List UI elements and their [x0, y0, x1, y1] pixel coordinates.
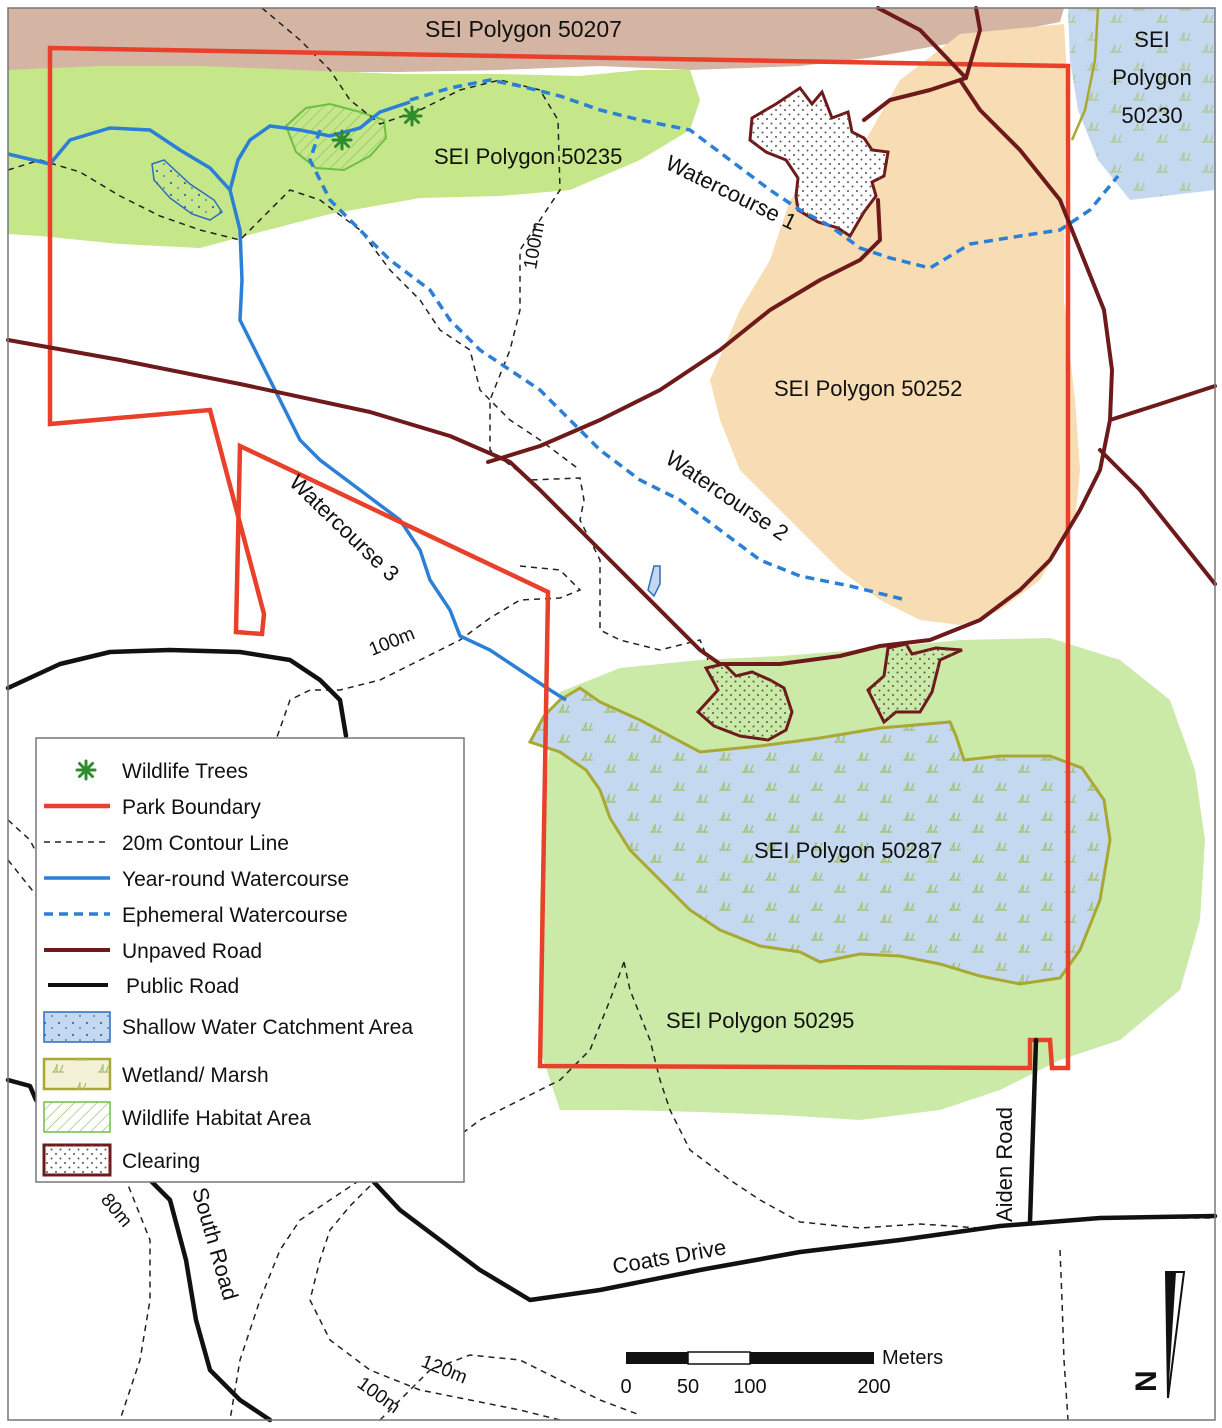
wildlife-tree-icon — [401, 105, 423, 127]
scale-tick-label: 100 — [733, 1376, 766, 1398]
wildlife-tree-icon — [331, 129, 353, 151]
sei-polygon-50287-edge — [527, 686, 1112, 986]
legend-label-public: Public Road — [126, 975, 239, 998]
legend-label-shallow: Shallow Water Catchment Area — [122, 1016, 413, 1039]
scale-segment — [626, 1352, 688, 1364]
label-sei-polygon-50230-line2: Polygon — [1112, 65, 1192, 90]
legend-label-wetland: Wetland/ Marsh — [122, 1064, 269, 1087]
legend-wetland-swatch-pattern — [44, 1059, 110, 1089]
wildlife-habitat-area — [284, 102, 388, 172]
scale-tick-label: 200 — [857, 1376, 890, 1398]
shallow-water-area-pond — [647, 565, 661, 598]
scale-segment — [750, 1352, 874, 1364]
clearing-middle-right-dots — [868, 644, 962, 722]
scale-tick-label: 0 — [620, 1376, 631, 1398]
unpaved-road — [1098, 448, 1217, 586]
legend-label-unpaved: Unpaved Road — [122, 940, 262, 963]
contour-line — [275, 565, 582, 741]
label-sei-polygon-50230-line3: 50230 — [1121, 103, 1182, 128]
unpaved-road — [1108, 384, 1217, 422]
legend-habitat-swatch-icon — [43, 1101, 111, 1133]
sei-polygon-50230-edge — [1070, 7, 1100, 141]
clearing-north-dots — [750, 88, 888, 236]
legend-label-habitat: Wildlife Habitat Area — [122, 1107, 311, 1130]
south-road-line — [147, 1177, 273, 1423]
unpaved-road — [486, 198, 882, 464]
map-frame — [7, 7, 1216, 1421]
public-road-north — [5, 647, 349, 739]
year-round-watercourse-branch — [228, 100, 411, 191]
contour-line — [7, 819, 71, 921]
sei-polygon-50252-area — [710, 24, 1080, 625]
ephemeral-watercourse-2 — [308, 129, 907, 602]
year-round-watercourse-3 — [7, 126, 567, 702]
unpaved-road — [876, 6, 968, 80]
clearing-middle-left-dots — [698, 664, 792, 740]
contour-line — [7, 159, 581, 471]
contour-line — [261, 7, 709, 661]
north-arrow-letter: N — [1130, 1370, 1163, 1392]
year-round-watercourses — [7, 100, 567, 702]
scale-unit-label: Meters — [882, 1347, 943, 1369]
coats-drive-line — [369, 1177, 1218, 1303]
legend-label-contour: 20m Contour Line — [122, 832, 289, 855]
scale-tick-label: 50 — [677, 1376, 699, 1398]
label-sei-polygon-50235: SEI Polygon 50235 — [434, 144, 622, 169]
sei-polygon-50287-marsh — [530, 688, 1110, 984]
label-sei-polygon-50252: SEI Polygon 50252 — [774, 376, 962, 401]
legend-label-wildlife-trees: Wildlife Trees — [122, 760, 248, 783]
park-boundary — [47, 45, 1071, 1071]
label-aiden-road: Aiden Road — [992, 1107, 1017, 1222]
legend-shallow-water-swatch-pattern — [44, 1012, 110, 1042]
contour-line — [379, 1354, 641, 1421]
legend-clearing-swatch-pattern — [44, 1145, 110, 1175]
legend-label-clearing: Clearing — [122, 1150, 200, 1173]
legend-label-year-round: Year-round Watercourse — [122, 868, 349, 891]
legend-label-park-boundary: Park Boundary — [122, 796, 261, 819]
scale-bar: Meters 0 50 100 200 — [620, 1347, 943, 1398]
legend-asterisk-icon — [75, 759, 97, 781]
contour-line — [1059, 1249, 1069, 1421]
unpaved-roads — [6, 6, 1217, 666]
label-sei-polygon-50207: SEI Polygon 50207 — [425, 16, 622, 42]
north-arrow-icon: N — [1130, 1271, 1186, 1399]
legend-label-ephemeral: Ephemeral Watercourse — [122, 904, 348, 927]
scale-segment — [687, 1351, 751, 1365]
label-sei-polygon-50295: SEI Polygon 50295 — [666, 1008, 854, 1033]
public-roads — [5, 647, 1218, 1423]
sei-polygon-50230-marsh — [1068, 8, 1215, 200]
ephemeral-watercourse-1 — [409, 78, 1120, 270]
aiden-road-line — [1027, 1037, 1039, 1225]
label-sei-polygon-50230-line1: SEI — [1134, 27, 1169, 52]
wildlife-trees — [331, 105, 423, 151]
label-sei-polygon-50287: SEI Polygon 50287 — [754, 838, 942, 863]
legend: Wildlife Trees Park Boundary 20m Contour… — [35, 737, 465, 1183]
unpaved-road — [862, 6, 982, 122]
ephemeral-watercourses — [308, 78, 1120, 602]
contour-line — [309, 1185, 561, 1421]
shallow-water-area-west — [151, 159, 224, 221]
public-road-west — [5, 1077, 39, 1103]
